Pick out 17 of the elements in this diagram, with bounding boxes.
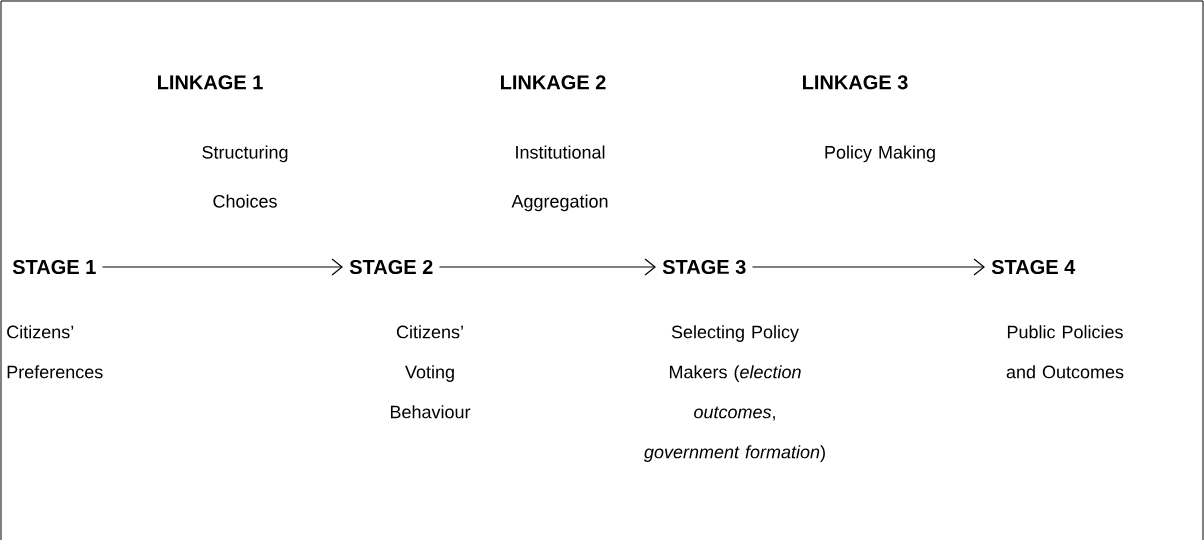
stage-label: STAGE 1 [12, 259, 96, 275]
description-text: Citizens’ Preferences [7, 325, 103, 379]
linkage-description: Institutional Aggregation [511, 145, 608, 212]
description-text: Selecting Policy Makers (election outcomes, government formation) [644, 325, 825, 462]
stage-label: STAGE 3 [662, 259, 746, 275]
description-text: Citizens’ Voting Behaviour [390, 325, 471, 419]
stage-label: STAGE 4 [991, 259, 1076, 275]
linkage-heading: LINKAGE 3 [803, 75, 908, 90]
linkage-heading: LINKAGE 1 [158, 75, 263, 90]
arrow [102, 258, 343, 276]
linkage-description: Structuring Choices [202, 145, 288, 208]
arrow [439, 258, 656, 276]
description-text: Public Policies and Outcomes [1006, 325, 1124, 379]
linkage-description: Policy Making [825, 145, 935, 163]
linkage-heading: LINKAGE 2 [501, 75, 606, 90]
arrow [752, 258, 985, 276]
stage-label: STAGE 2 [349, 259, 433, 275]
